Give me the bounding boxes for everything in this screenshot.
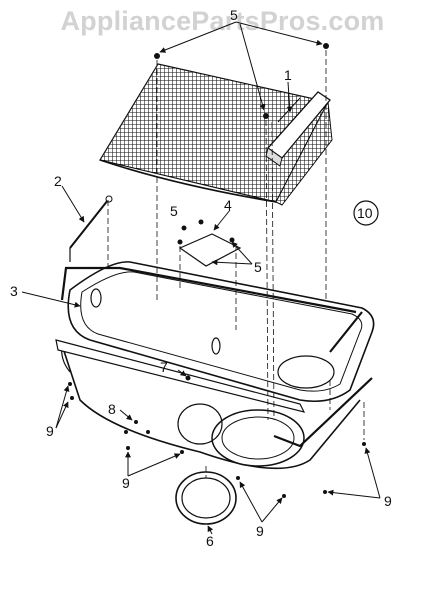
callout-9-bottom: 9 bbox=[256, 523, 264, 539]
callout-1: 1 bbox=[284, 67, 292, 83]
callout-labels: 5 1 2 3 4 5 5 7 8 9 9 9 9 6 10 bbox=[10, 7, 392, 549]
screws-9 bbox=[68, 382, 366, 498]
alignment-lines bbox=[107, 50, 365, 478]
basket-housing-part bbox=[55, 261, 375, 470]
leader-lines bbox=[21, 21, 381, 535]
callout-6: 6 bbox=[206, 533, 214, 549]
screw-7 bbox=[185, 375, 191, 381]
callout-3: 3 bbox=[10, 283, 18, 299]
rod-part bbox=[69, 195, 113, 262]
screen-handle-part bbox=[265, 91, 331, 167]
callout-10: 10 bbox=[357, 205, 373, 221]
callout-9-left: 9 bbox=[46, 423, 54, 439]
screws-8 bbox=[134, 420, 150, 434]
bracket-plate-part bbox=[177, 219, 242, 267]
callout-5-top: 5 bbox=[230, 7, 238, 23]
callout-4: 4 bbox=[224, 197, 232, 213]
callout-2: 2 bbox=[54, 173, 62, 189]
callout-5-right: 5 bbox=[254, 259, 262, 275]
watermark-text: AppliancePartsPros.com bbox=[60, 6, 385, 36]
callout-9-center: 9 bbox=[122, 475, 130, 491]
callout-9-right: 9 bbox=[384, 493, 392, 509]
ring-gasket-part bbox=[175, 471, 237, 525]
callout-5-left: 5 bbox=[170, 203, 178, 219]
callout-10-circle: 10 bbox=[353, 200, 379, 226]
screen-screws bbox=[154, 43, 329, 119]
callout-8: 8 bbox=[108, 401, 116, 417]
callout-7: 7 bbox=[160, 359, 168, 375]
